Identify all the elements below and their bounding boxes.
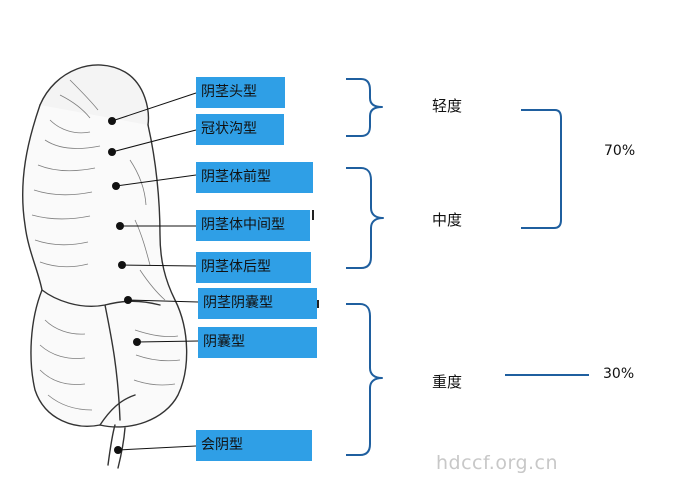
- watermark: hdccf.org.cn: [436, 452, 559, 474]
- percent-severe: 30%: [603, 366, 635, 382]
- label-distal-penile: 阴茎体前型: [196, 162, 313, 193]
- group-mild: 轻度: [432, 97, 463, 115]
- stray-mark: [317, 300, 319, 308]
- label-perineal: 会阴型: [196, 430, 312, 461]
- group-severe: 重度: [432, 373, 463, 391]
- stray-mark: [312, 210, 314, 220]
- label-coronal: 冠状沟型: [196, 114, 284, 145]
- label-proximal-penile: 阴茎体后型: [196, 252, 311, 283]
- group-moderate: 中度: [432, 211, 463, 229]
- label-glanular: 阴茎头型: [196, 77, 285, 108]
- label-midshaft: 阴茎体中间型: [196, 210, 310, 241]
- label-scrotal: 阴囊型: [198, 327, 317, 358]
- percent-mild-moderate: 70%: [604, 143, 636, 159]
- label-penoscrotal: 阴茎阴囊型: [198, 288, 317, 319]
